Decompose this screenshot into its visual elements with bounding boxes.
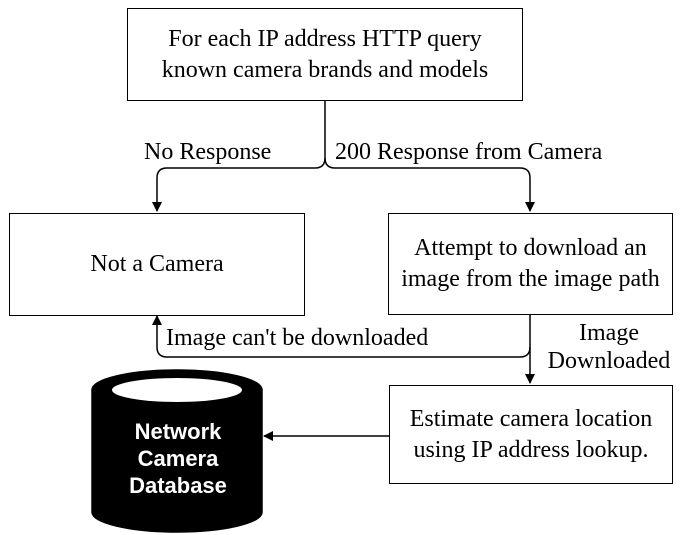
edge-label-downloaded-line2: Downloaded [547, 348, 671, 374]
attempt-download-node: Attempt to download an image from the im… [388, 213, 673, 315]
database-label-line2: Camera [137, 446, 219, 471]
database-cylinder [91, 369, 263, 533]
edge-label-no-response: No Response [144, 139, 272, 165]
edge-label-downloaded: Image Downloaded [540, 319, 678, 375]
estimate-location-node-text: Estimate camera location using IP addres… [409, 405, 653, 463]
database-cylinder-top [112, 378, 242, 402]
edge-label-cant-download: Image can't be downloaded [166, 325, 429, 351]
query-node: For each IP address HTTP query known cam… [127, 8, 523, 101]
estimate-location-node: Estimate camera location using IP addres… [389, 385, 673, 484]
edge-no-response [152, 100, 326, 212]
edge-label-200-response: 200 Response from Camera [335, 139, 603, 165]
edge-label-downloaded-line1: Image [579, 320, 639, 346]
query-node-text: For each IP address HTTP query known cam… [161, 25, 489, 83]
attempt-download-node-text: Attempt to download an image from the im… [401, 235, 660, 292]
database-label: Network Camera Database [88, 418, 268, 499]
edge-200-response [324, 157, 535, 212]
database-label-line3: Database [129, 473, 227, 498]
database-label-line1: Network [134, 419, 222, 444]
not-camera-node-text: Not a Camera [90, 251, 224, 277]
not-camera-node: Not a Camera [9, 213, 305, 316]
